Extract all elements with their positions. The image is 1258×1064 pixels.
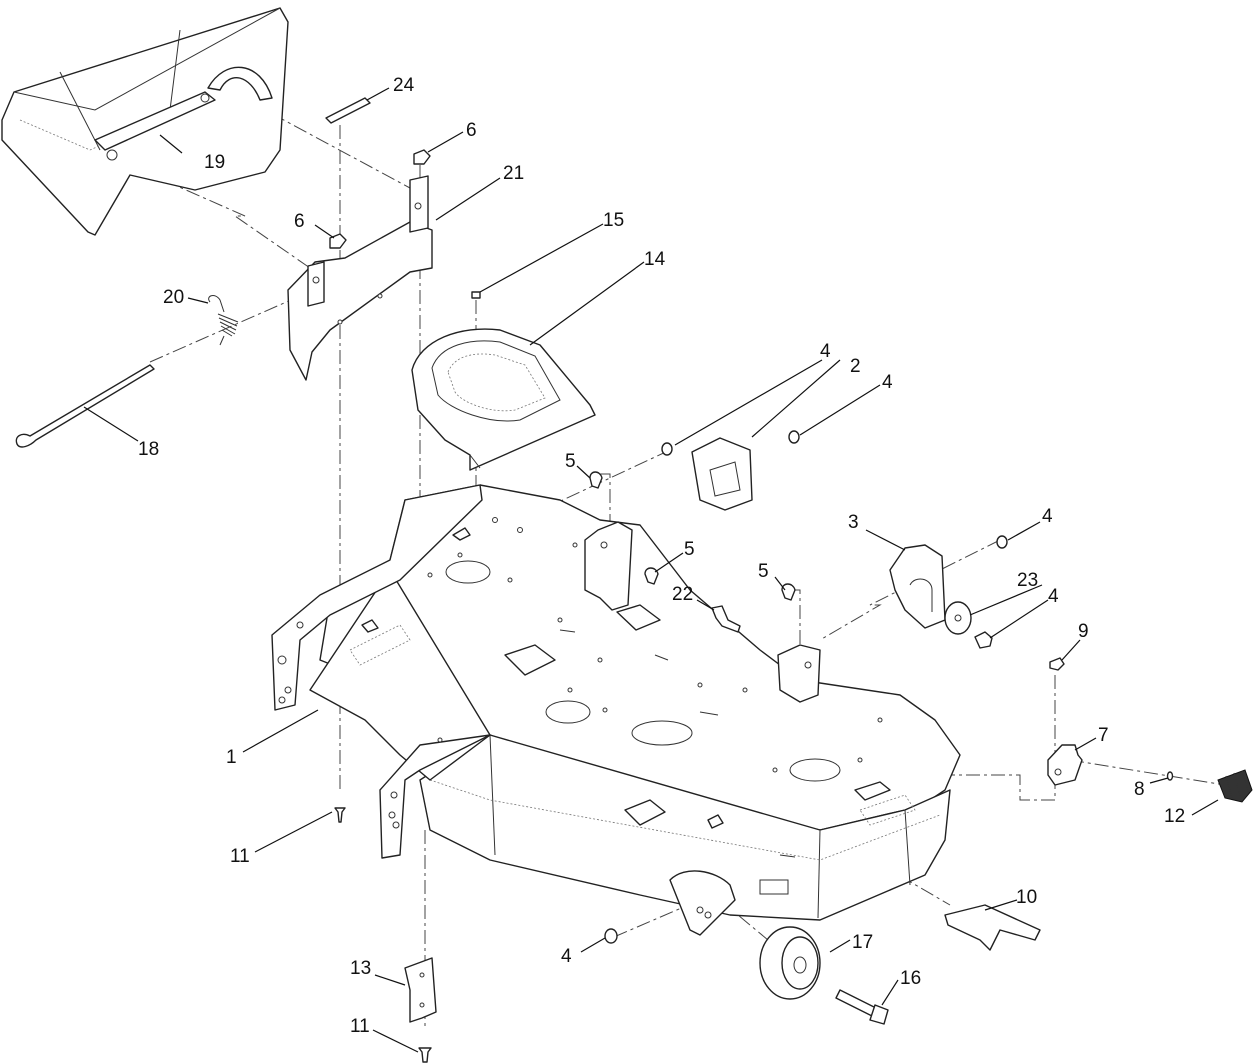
callouts: 24 6 19 21 6 15 14 20 18 4 2 4 5 5 3 4 5…: [138, 75, 1185, 1037]
callout-18: 18: [138, 439, 159, 460]
mower-deck: [271, 484, 961, 921]
callout-1: 1: [226, 747, 237, 768]
torsion-spring: [208, 295, 239, 346]
callout-4e: 4: [561, 946, 572, 967]
discharge-chute: [1, 7, 289, 236]
callout-8: 8: [1134, 779, 1145, 800]
callout-3: 3: [848, 512, 859, 533]
callout-5c: 5: [758, 561, 769, 582]
callout-14: 14: [644, 249, 666, 270]
callout-15: 15: [603, 210, 624, 231]
callout-4a: 4: [820, 341, 831, 362]
callout-11a: 11: [230, 846, 250, 867]
callout-10: 10: [1016, 887, 1037, 908]
callout-13: 13: [350, 958, 371, 979]
bolt-11: [334, 807, 432, 1063]
leader-lines: [83, 87, 1219, 1053]
callout-19: 19: [204, 152, 225, 173]
nut-4: [604, 430, 1008, 944]
callout-4d: 4: [1048, 586, 1059, 607]
decal-24: [325, 97, 371, 124]
callout-16: 16: [900, 968, 921, 989]
skid-plate: [944, 904, 1041, 951]
screw-15: [471, 291, 481, 299]
callout-17: 17: [852, 932, 873, 953]
callout-23: 23: [1017, 570, 1038, 591]
grease-fitting-bracket: [1047, 744, 1083, 786]
adjustment-knob: [1217, 769, 1253, 803]
eccentric-washer: [944, 601, 972, 635]
shoulder-bolt: [711, 605, 741, 633]
callout-6b: 6: [294, 211, 305, 232]
callout-24: 24: [393, 75, 415, 96]
o-ring: [1166, 771, 1174, 781]
screw-9: [1049, 657, 1065, 671]
hook-bracket: [777, 544, 946, 703]
callout-12: 12: [1164, 806, 1185, 827]
callout-5b: 5: [684, 539, 695, 560]
callout-2: 2: [850, 356, 861, 377]
baffle-plate: [404, 957, 437, 1023]
callout-4c: 4: [1042, 506, 1053, 527]
callout-9: 9: [1078, 621, 1089, 642]
idler-bracket: [584, 437, 753, 611]
belt-cover: [411, 328, 596, 471]
callout-7: 7: [1098, 725, 1109, 746]
callout-20: 20: [163, 287, 184, 308]
anti-scalp-wheel: [669, 870, 821, 1000]
callout-11b: 11: [350, 1016, 370, 1037]
callout-5a: 5: [565, 451, 576, 472]
chute-mount-bracket: [287, 175, 433, 381]
callout-6: 6: [466, 120, 477, 141]
callout-4b: 4: [882, 372, 893, 393]
callout-21: 21: [503, 163, 524, 184]
pivot-rod: [15, 364, 155, 448]
axle-bolt: [835, 989, 889, 1025]
callout-22: 22: [672, 584, 693, 605]
